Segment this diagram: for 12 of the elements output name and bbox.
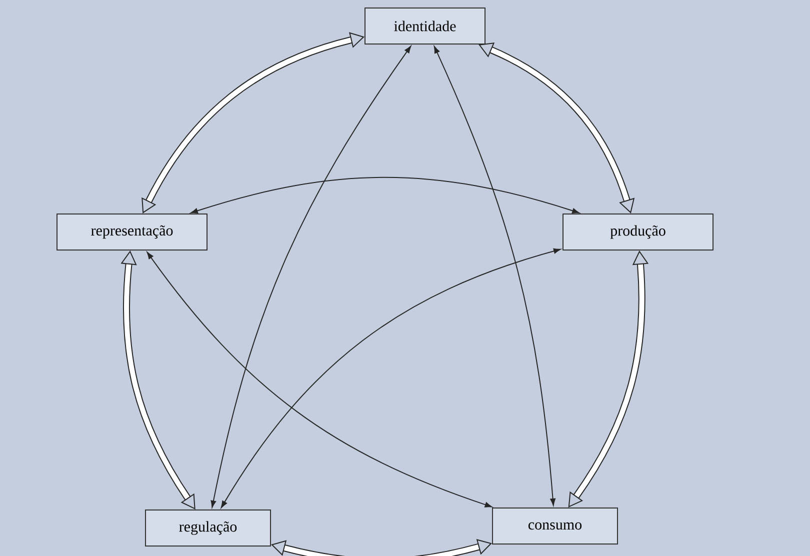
arrow bbox=[210, 46, 412, 508]
concept-box: produção bbox=[562, 214, 714, 250]
arrow bbox=[220, 248, 561, 508]
concept-box: regulação bbox=[145, 510, 271, 546]
concept-box: consumo bbox=[492, 508, 618, 544]
concept-box: identidade bbox=[364, 8, 486, 44]
hollow-arrow bbox=[142, 32, 364, 214]
hollow-arrow bbox=[271, 539, 492, 556]
arrow bbox=[190, 176, 580, 214]
concept-box: representação bbox=[56, 214, 208, 250]
arrow bbox=[434, 46, 556, 506]
arrow bbox=[146, 252, 492, 508]
